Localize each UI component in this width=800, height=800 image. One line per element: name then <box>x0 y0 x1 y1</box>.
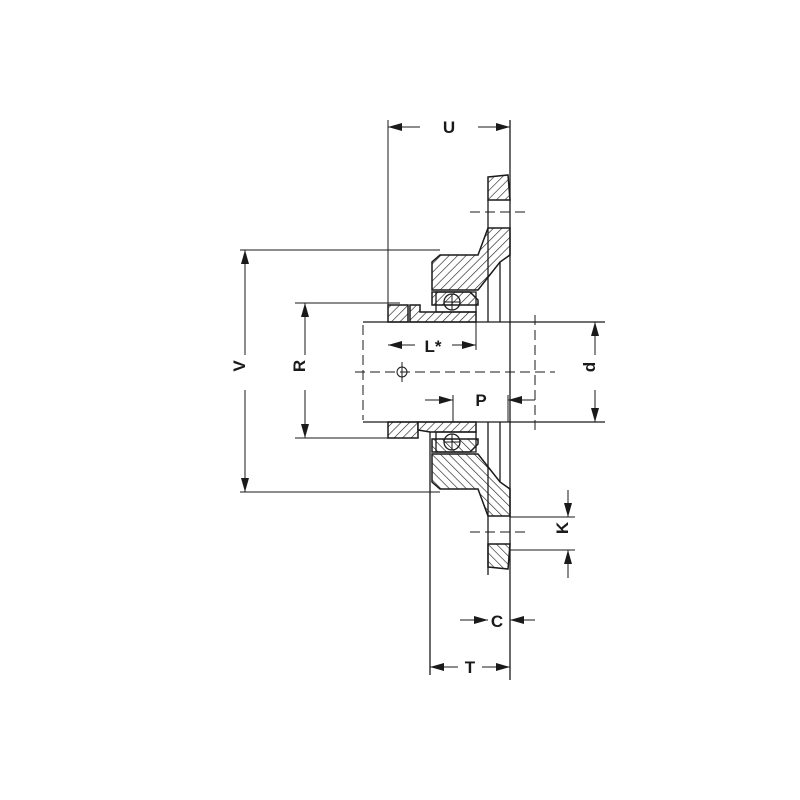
svg-text:d: d <box>580 362 599 372</box>
dim-R: R <box>290 303 309 438</box>
svg-text:P: P <box>475 391 486 410</box>
svg-text:U: U <box>443 118 455 137</box>
svg-text:V: V <box>230 360 249 372</box>
dim-V: V <box>230 250 249 492</box>
bearing-lower <box>387 421 477 453</box>
svg-text:R: R <box>290 360 309 372</box>
dim-U: U <box>388 118 510 137</box>
svg-text:K: K <box>553 521 572 534</box>
svg-text:T: T <box>465 658 476 677</box>
dim-T: T <box>430 658 510 677</box>
housing-upper <box>431 174 511 322</box>
svg-text:C: C <box>491 612 503 631</box>
dim-P: P <box>425 391 535 410</box>
svg-text:L*: L* <box>425 337 442 356</box>
extension-lines <box>240 120 575 551</box>
dim-K: K <box>553 490 572 578</box>
dim-d: d <box>580 322 599 422</box>
dim-C: C <box>460 612 535 631</box>
shaft <box>355 315 605 430</box>
dim-L: L* <box>388 337 476 356</box>
